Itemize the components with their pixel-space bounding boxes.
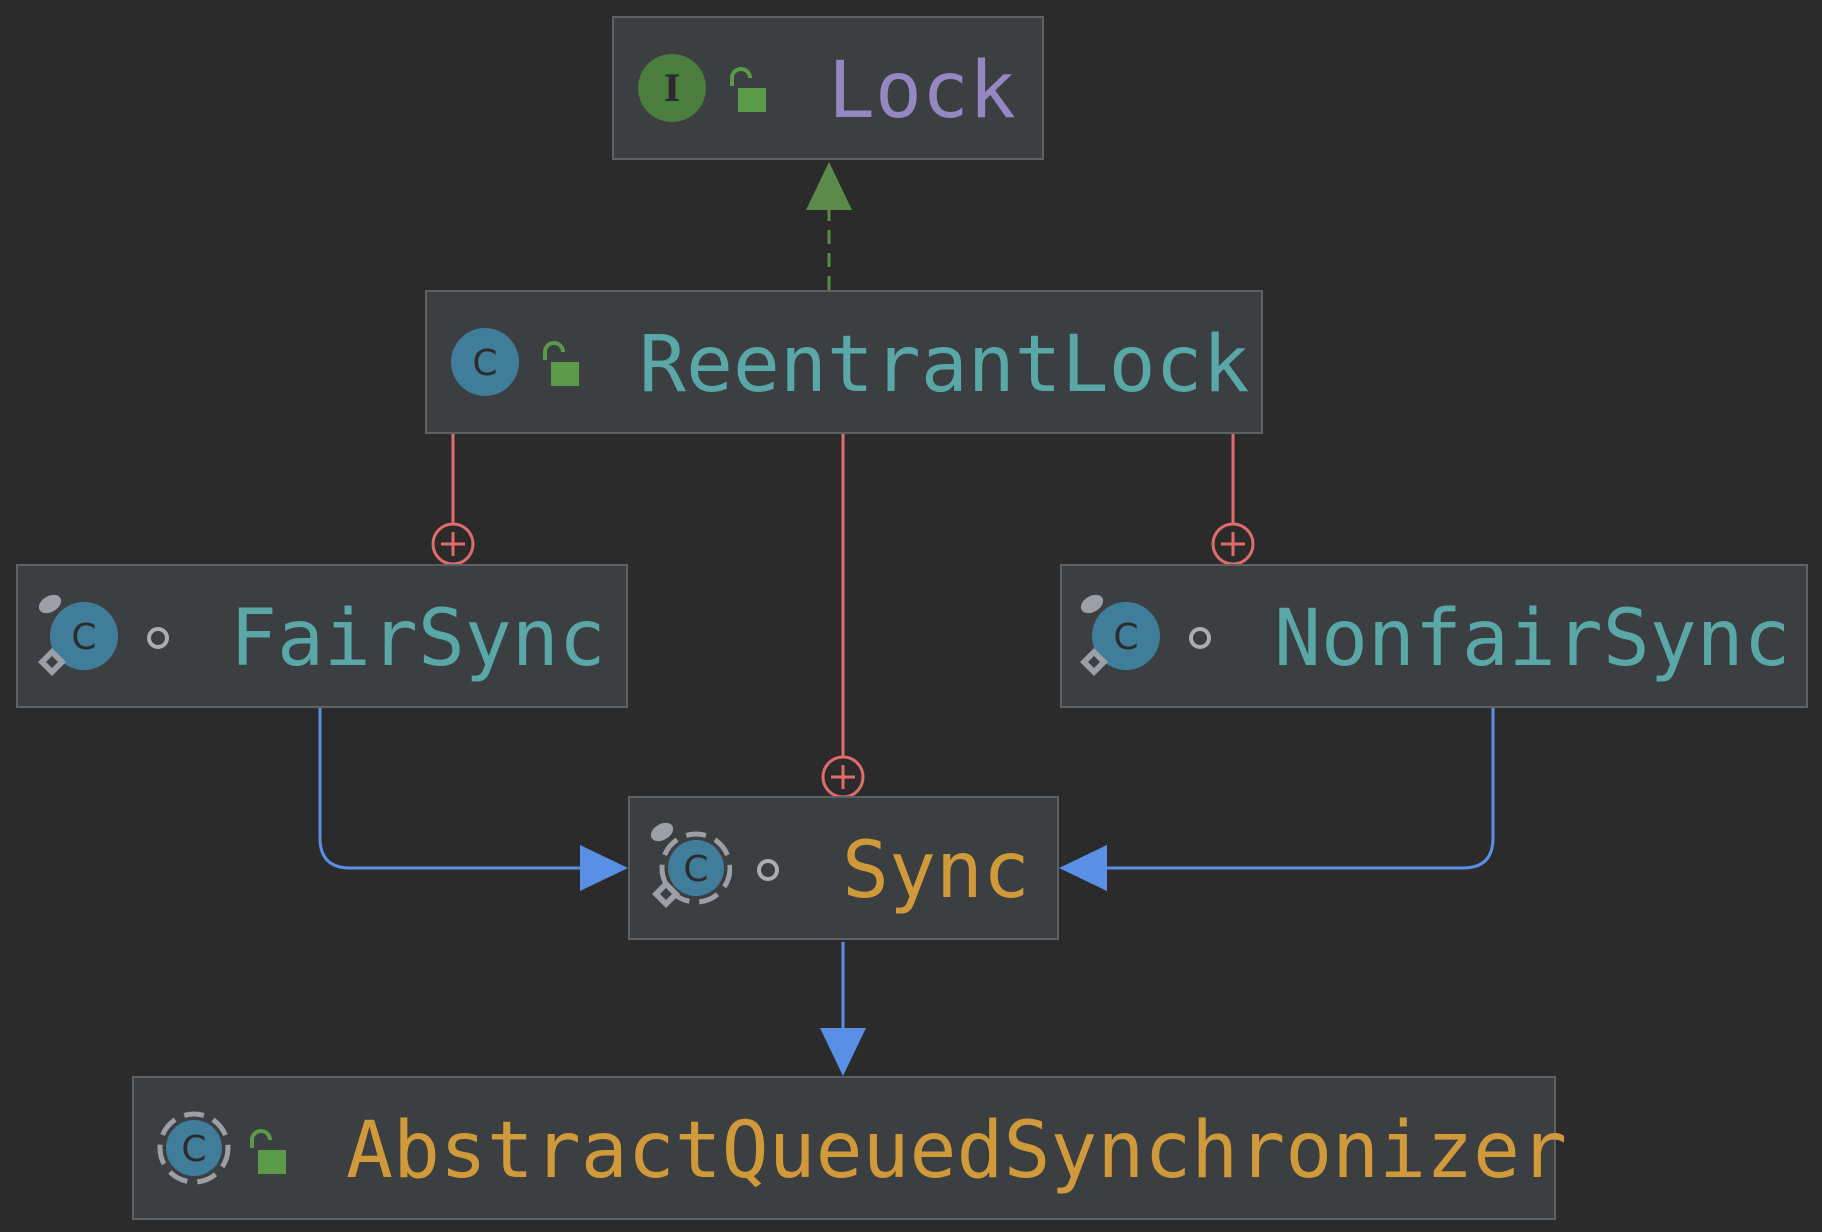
edge-extends-fairsync-sync — [318, 708, 628, 891]
edge-inner-reentrantlock-nonfairsync — [1211, 433, 1255, 566]
final-diamond-icon — [652, 880, 680, 908]
node-reentrantlock-name: ReentrantLock — [639, 320, 1250, 410]
static-pin-icon — [1080, 594, 1104, 614]
edge-inner-reentrantlock-fairsync — [431, 433, 475, 566]
edge-extends-sync-aqs — [820, 942, 866, 1076]
node-nonfairsync-name: NonfairSync — [1274, 594, 1791, 684]
svg-text:C: C — [1113, 617, 1138, 658]
class-c-icon: C — [50, 602, 118, 670]
node-sync[interactable]: C Sync — [628, 796, 1059, 940]
interface-i-icon: I — [638, 54, 706, 122]
edge-extends-nonfairsync-sync — [1059, 708, 1495, 891]
edge-inner-reentrantlock-sync — [821, 433, 865, 799]
node-nonfairsync[interactable]: C NonfairSync — [1060, 564, 1808, 708]
final-diamond-icon — [1080, 648, 1108, 676]
node-lock[interactable]: I Lock — [612, 16, 1044, 160]
static-pin-icon — [650, 822, 674, 842]
small-circle-icon — [757, 859, 779, 881]
unlocked-padlock-icon — [250, 1129, 286, 1174]
svg-text:C: C — [683, 849, 708, 890]
node-fairsync[interactable]: C FairSync — [16, 564, 628, 708]
node-aqs[interactable]: C AbstractQueuedSynchronizer — [132, 1076, 1567, 1220]
svg-text:C: C — [181, 1129, 206, 1170]
abstract-class-c-icon: C — [157, 1111, 231, 1185]
small-circle-icon — [147, 627, 169, 649]
unlocked-padlock-icon — [543, 341, 579, 386]
node-sync-name: Sync — [842, 826, 1030, 916]
unlocked-padlock-icon — [730, 67, 766, 112]
node-reentrantlock[interactable]: C ReentrantLock — [425, 290, 1263, 434]
final-diamond-icon — [38, 648, 66, 676]
node-aqs-name: AbstractQueuedSynchronizer — [346, 1106, 1567, 1196]
svg-text:C: C — [472, 343, 497, 384]
node-fairsync-name: FairSync — [230, 594, 606, 684]
svg-text:I: I — [664, 68, 681, 110]
abstract-class-c-icon: C — [659, 831, 732, 905]
class-c-icon: C — [451, 328, 519, 396]
class-c-icon: C — [1092, 602, 1160, 670]
svg-text:C: C — [71, 617, 96, 658]
node-lock-name: Lock — [828, 46, 1016, 136]
small-circle-icon — [1189, 627, 1211, 649]
edge-implements-reentrantlock-lock — [806, 162, 852, 290]
static-pin-icon — [38, 594, 62, 614]
